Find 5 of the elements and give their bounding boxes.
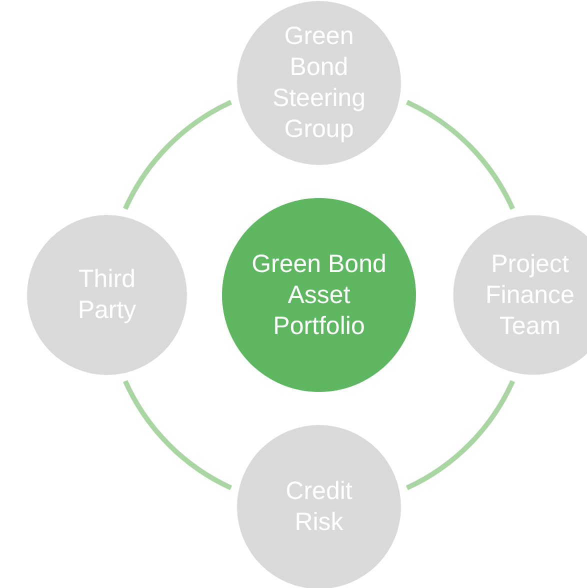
circle-label: Green Bond Asset Portfolio [250,248,388,342]
ring-arc [406,100,515,210]
ring-arc [123,100,232,210]
ring-arc [123,380,232,490]
ring-arc [406,380,515,490]
